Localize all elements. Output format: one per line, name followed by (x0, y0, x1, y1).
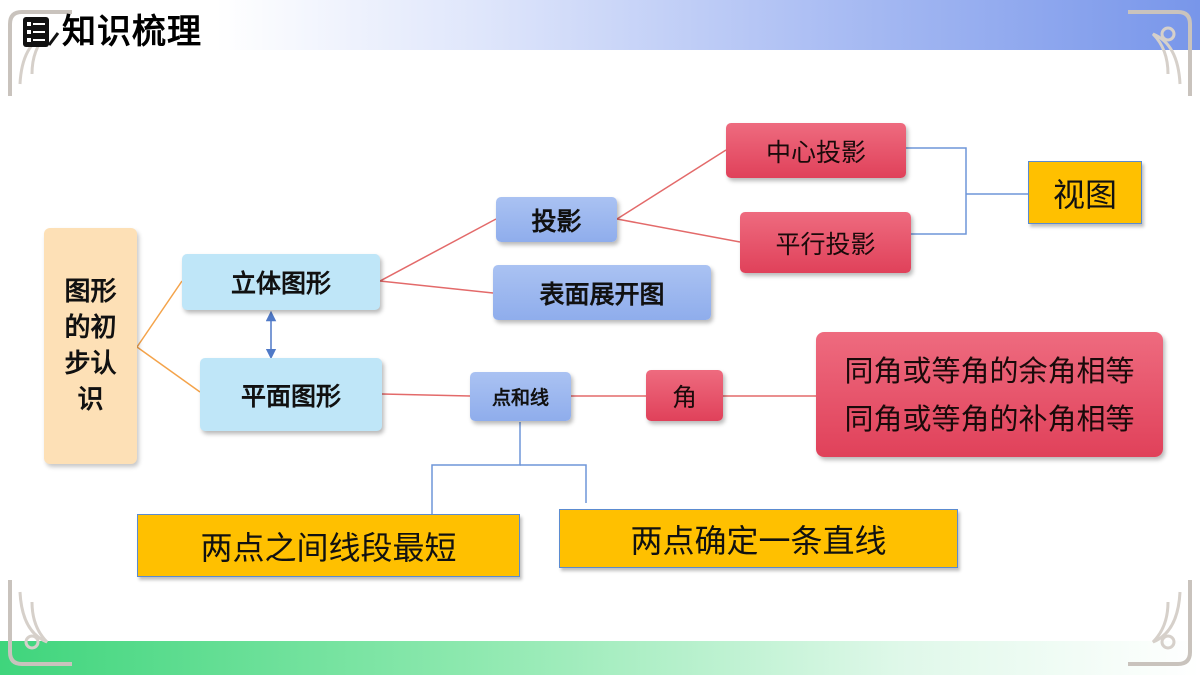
corner-ornament-bottom-right (1128, 580, 1192, 666)
node-surface-net: 表面展开图 (493, 265, 711, 320)
angle-property-complement: 同角或等角的余角相等 (844, 353, 1135, 388)
node-plane-figure: 平面图形 (200, 358, 382, 431)
node-segment-shortest: 两点之间线段最短 (137, 514, 520, 577)
node-solid-figure-label: 立体图形 (230, 269, 331, 298)
node-root: 图形的初步认识 (44, 228, 137, 464)
node-plane-figure-label: 平面图形 (240, 381, 341, 411)
list-icon (23, 17, 60, 47)
node-angle-properties: 同角或等角的余角相等 同角或等角的补角相等 (816, 332, 1163, 457)
node-parallel-projection-label: 平行投影 (775, 229, 876, 259)
node-parallel-projection: 平行投影 (740, 212, 911, 273)
node-view: 视图 (1028, 161, 1142, 224)
node-root-label: 图形的初步认识 (64, 277, 117, 415)
node-solid-figure: 立体图形 (182, 254, 380, 310)
page-title: 知识梳理 (62, 12, 202, 52)
node-projection-label: 投影 (531, 206, 582, 236)
node-two-points-line-label: 两点确定一条直线 (630, 521, 887, 560)
node-surface-net-label: 表面展开图 (539, 279, 665, 309)
header-band (0, 0, 1200, 50)
footer-band (0, 641, 1200, 675)
angle-property-supplement: 同角或等角的补角相等 (844, 401, 1135, 436)
corner-ornament-top-right (1128, 10, 1192, 96)
node-projection: 投影 (496, 197, 617, 242)
page-title-group: 知识梳理 (22, 12, 202, 52)
node-angle: 角 (646, 370, 723, 421)
node-central-projection-label: 中心投影 (765, 137, 866, 167)
node-two-points-line: 两点确定一条直线 (559, 509, 958, 568)
corner-ornament-bottom-left (8, 580, 72, 666)
node-segment-shortest-label: 两点之间线段最短 (200, 528, 457, 567)
node-point-line-label: 点和线 (491, 387, 549, 409)
node-angle-label: 角 (671, 382, 697, 412)
node-point-line: 点和线 (470, 372, 571, 421)
node-central-projection: 中心投影 (726, 123, 906, 178)
node-view-label: 视图 (1052, 175, 1117, 214)
